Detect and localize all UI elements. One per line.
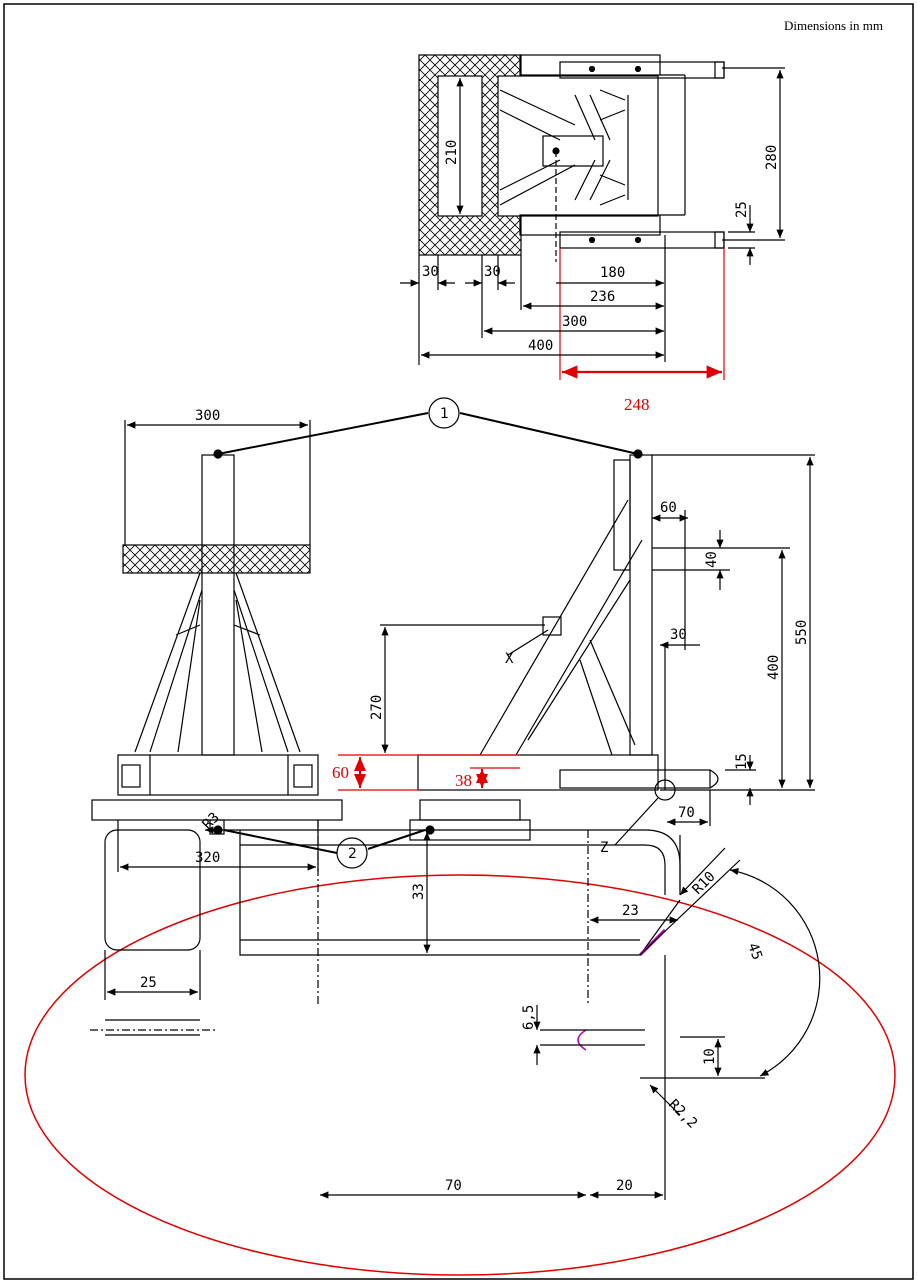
ref-z: Z [600, 840, 608, 856]
dim-400: 400 [528, 338, 553, 354]
dim-300-side: 300 [195, 408, 220, 424]
side-view [91, 397, 815, 872]
dim-15: 15 [734, 753, 750, 770]
dim-33: 33 [411, 883, 427, 900]
dim-300: 300 [562, 314, 587, 330]
detail-highlight-ellipse [24, 874, 896, 1276]
balloon-1 [428, 397, 460, 429]
ref-x: X [505, 651, 514, 667]
dim-270: 270 [369, 695, 385, 720]
dim-320: 320 [195, 850, 220, 866]
dim-248: 248 [624, 395, 650, 414]
dim-70-detail: 70 [445, 1178, 462, 1194]
dim-25: 25 [734, 201, 750, 218]
rail-bottom [519, 214, 661, 236]
dim-10: 10 [702, 1048, 718, 1065]
rail-top [519, 54, 661, 76]
dim-400-side: 400 [766, 655, 782, 680]
dim-30-side: 30 [670, 627, 687, 643]
side-view-labels: 1 2 300 320 60 40 30 550 400 270 15 70 X… [195, 406, 810, 866]
dim-280: 280 [764, 145, 780, 170]
dim-236: 236 [590, 289, 615, 305]
dim-r10: R10 [690, 869, 719, 898]
dim-70-side: 70 [678, 805, 695, 821]
detail-view [90, 820, 821, 1200]
units-note: Dimensions in mm [784, 18, 883, 33]
dim-550: 550 [794, 620, 810, 645]
balloon-2-label: 2 [348, 846, 357, 862]
balloon-1-label: 1 [440, 406, 449, 422]
dim-38-red: 38 [455, 771, 472, 790]
top-view-labels: 210 280 25 30 30 180 236 300 400 248 [422, 140, 780, 414]
dim-r2-2: R2,2 [665, 1097, 700, 1132]
page-frame [3, 3, 914, 1280]
dim-210: 210 [444, 140, 460, 165]
dim-25-detail: 25 [140, 975, 157, 991]
dim-20: 20 [616, 1178, 633, 1194]
top-view [400, 54, 785, 380]
dim-6-5: 6,5 [521, 1005, 537, 1030]
dim-40: 40 [704, 551, 720, 568]
dim-30b: 30 [484, 264, 501, 280]
dim-30a: 30 [422, 264, 439, 280]
hatched-tabletop [122, 544, 311, 574]
dim-60: 60 [660, 500, 677, 516]
dim-23: 23 [622, 903, 639, 919]
dim-45: 45 [744, 941, 765, 962]
dim-180: 180 [600, 265, 625, 281]
dim-60-red: 60 [332, 763, 349, 782]
